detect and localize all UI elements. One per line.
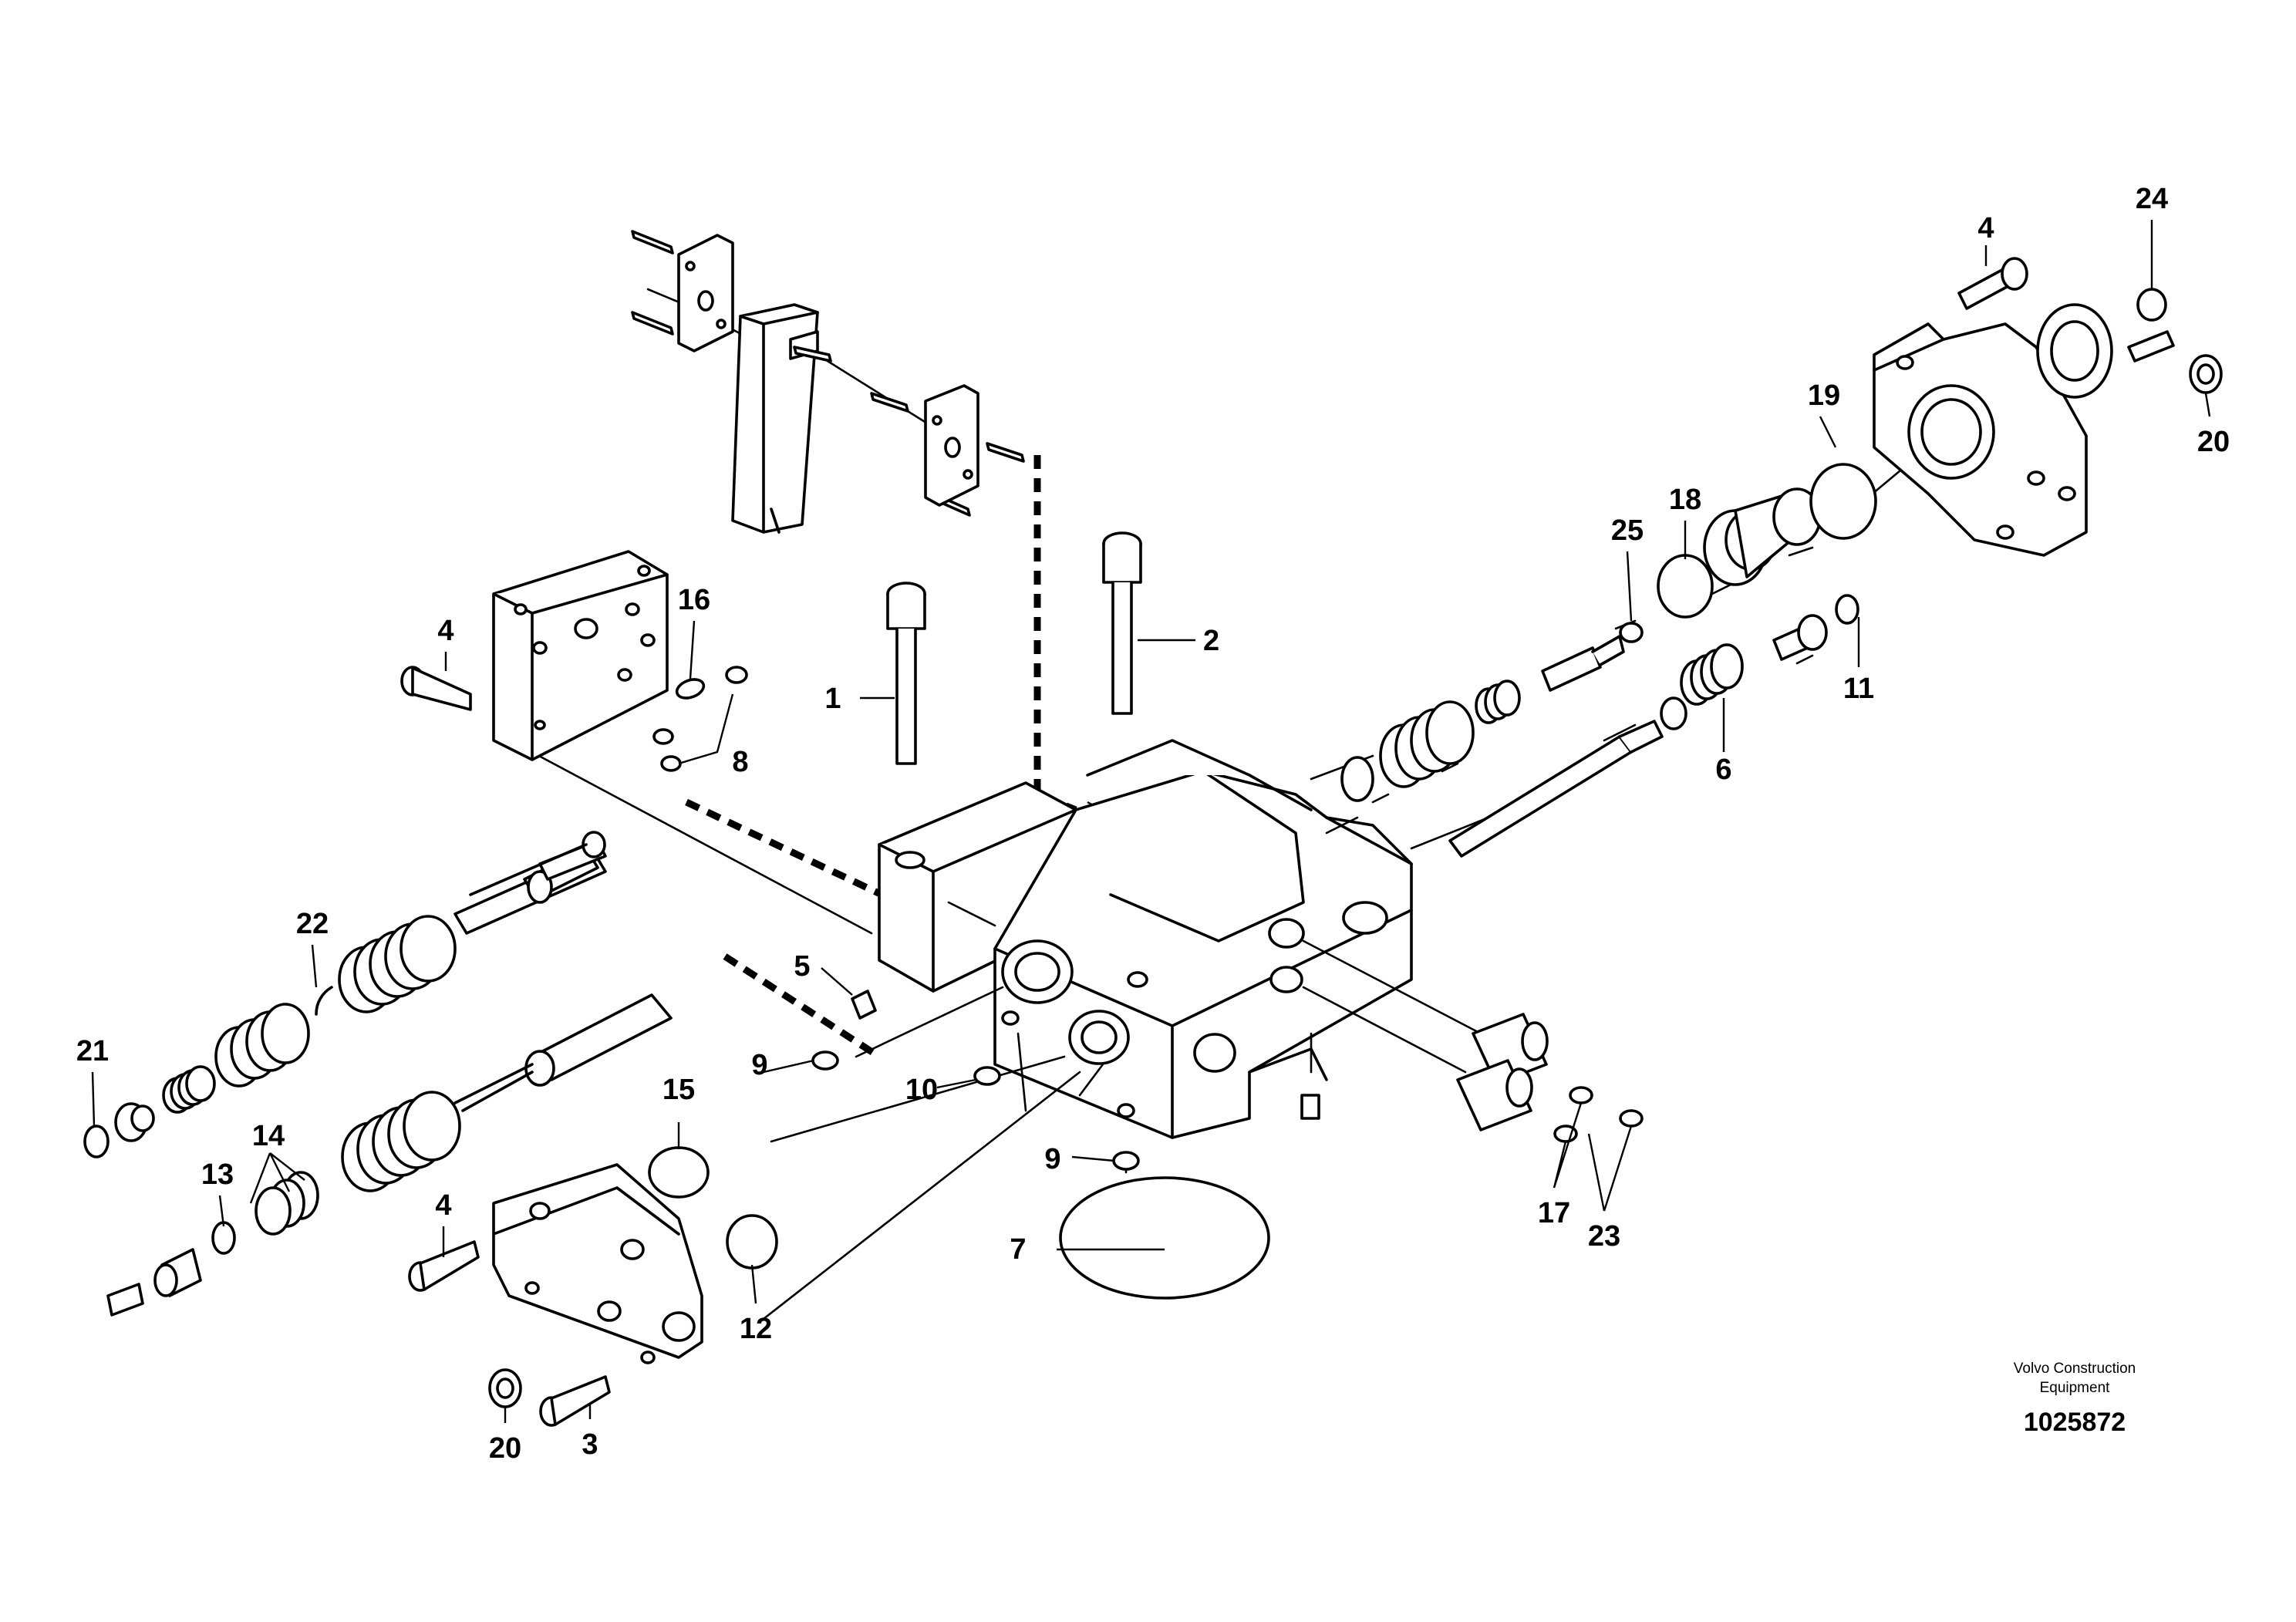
brand-line-1: Volvo Construction [2014, 1361, 2136, 1377]
callout-20-right: 20 [2197, 426, 2230, 458]
callout-4-upper-left: 4 [437, 615, 453, 647]
spring-right-large [1379, 700, 1475, 788]
callout-5: 5 [794, 950, 810, 983]
footer: Volvo Construction Equipment 1025872 [2014, 1361, 2136, 1437]
callout-19: 19 [1808, 379, 1840, 412]
callout-22: 22 [296, 908, 329, 940]
right-side-assembly [1300, 257, 2223, 1143]
spring-left-small [162, 1065, 216, 1114]
callout-11: 11 [1843, 673, 1874, 705]
callout-3: 3 [582, 1428, 598, 1461]
lower-spool-assembly [106, 993, 673, 1317]
brand-line-2: Equipment [2040, 1380, 2111, 1396]
callout-17: 17 [1538, 1197, 1570, 1229]
callout-leaders [91, 220, 2211, 1423]
callout-6: 6 [1715, 754, 1731, 786]
callout-1: 1 [824, 683, 841, 715]
spring-right-small [1475, 679, 1521, 724]
callout-labels: 1 2 3 4 4 4 5 6 7 8 9 9 10 11 12 13 14 1… [76, 183, 2230, 1465]
callout-2: 2 [1203, 625, 1219, 657]
center-o-rings [811, 1050, 1270, 1300]
bolts-vertical [851, 531, 1142, 1020]
callout-7: 7 [1010, 1233, 1026, 1266]
document-number: 1025872 [2024, 1408, 2126, 1437]
callout-20-lower: 20 [489, 1432, 521, 1465]
callout-13: 13 [201, 1158, 234, 1191]
callout-9-center: 9 [1044, 1143, 1060, 1175]
callout-24: 24 [2136, 183, 2168, 215]
callout-8: 8 [732, 746, 748, 778]
upper-spool-assembly [83, 831, 607, 1158]
cover-plate-upper-left [400, 550, 748, 772]
callout-25: 25 [1611, 514, 1644, 547]
callout-10: 10 [905, 1074, 938, 1106]
valve-housing [878, 739, 1413, 1139]
callout-15: 15 [663, 1074, 695, 1106]
linkage-parts [631, 230, 1025, 534]
callout-18: 18 [1669, 484, 1701, 516]
callout-9-left: 9 [751, 1049, 767, 1081]
callout-12: 12 [740, 1313, 772, 1345]
spring-part-6 [1680, 643, 1744, 706]
callout-16: 16 [678, 584, 710, 616]
spring-left-large [214, 1003, 310, 1088]
callout-4-right: 4 [1977, 212, 1994, 244]
callout-4-lower-left: 4 [435, 1189, 451, 1222]
callout-21: 21 [76, 1035, 109, 1067]
spring-upper-left [338, 915, 457, 1013]
callout-14: 14 [252, 1120, 285, 1152]
callout-23: 23 [1588, 1220, 1620, 1253]
cover-plate-lower-left [408, 1146, 778, 1427]
spring-lower-left [341, 1091, 461, 1192]
